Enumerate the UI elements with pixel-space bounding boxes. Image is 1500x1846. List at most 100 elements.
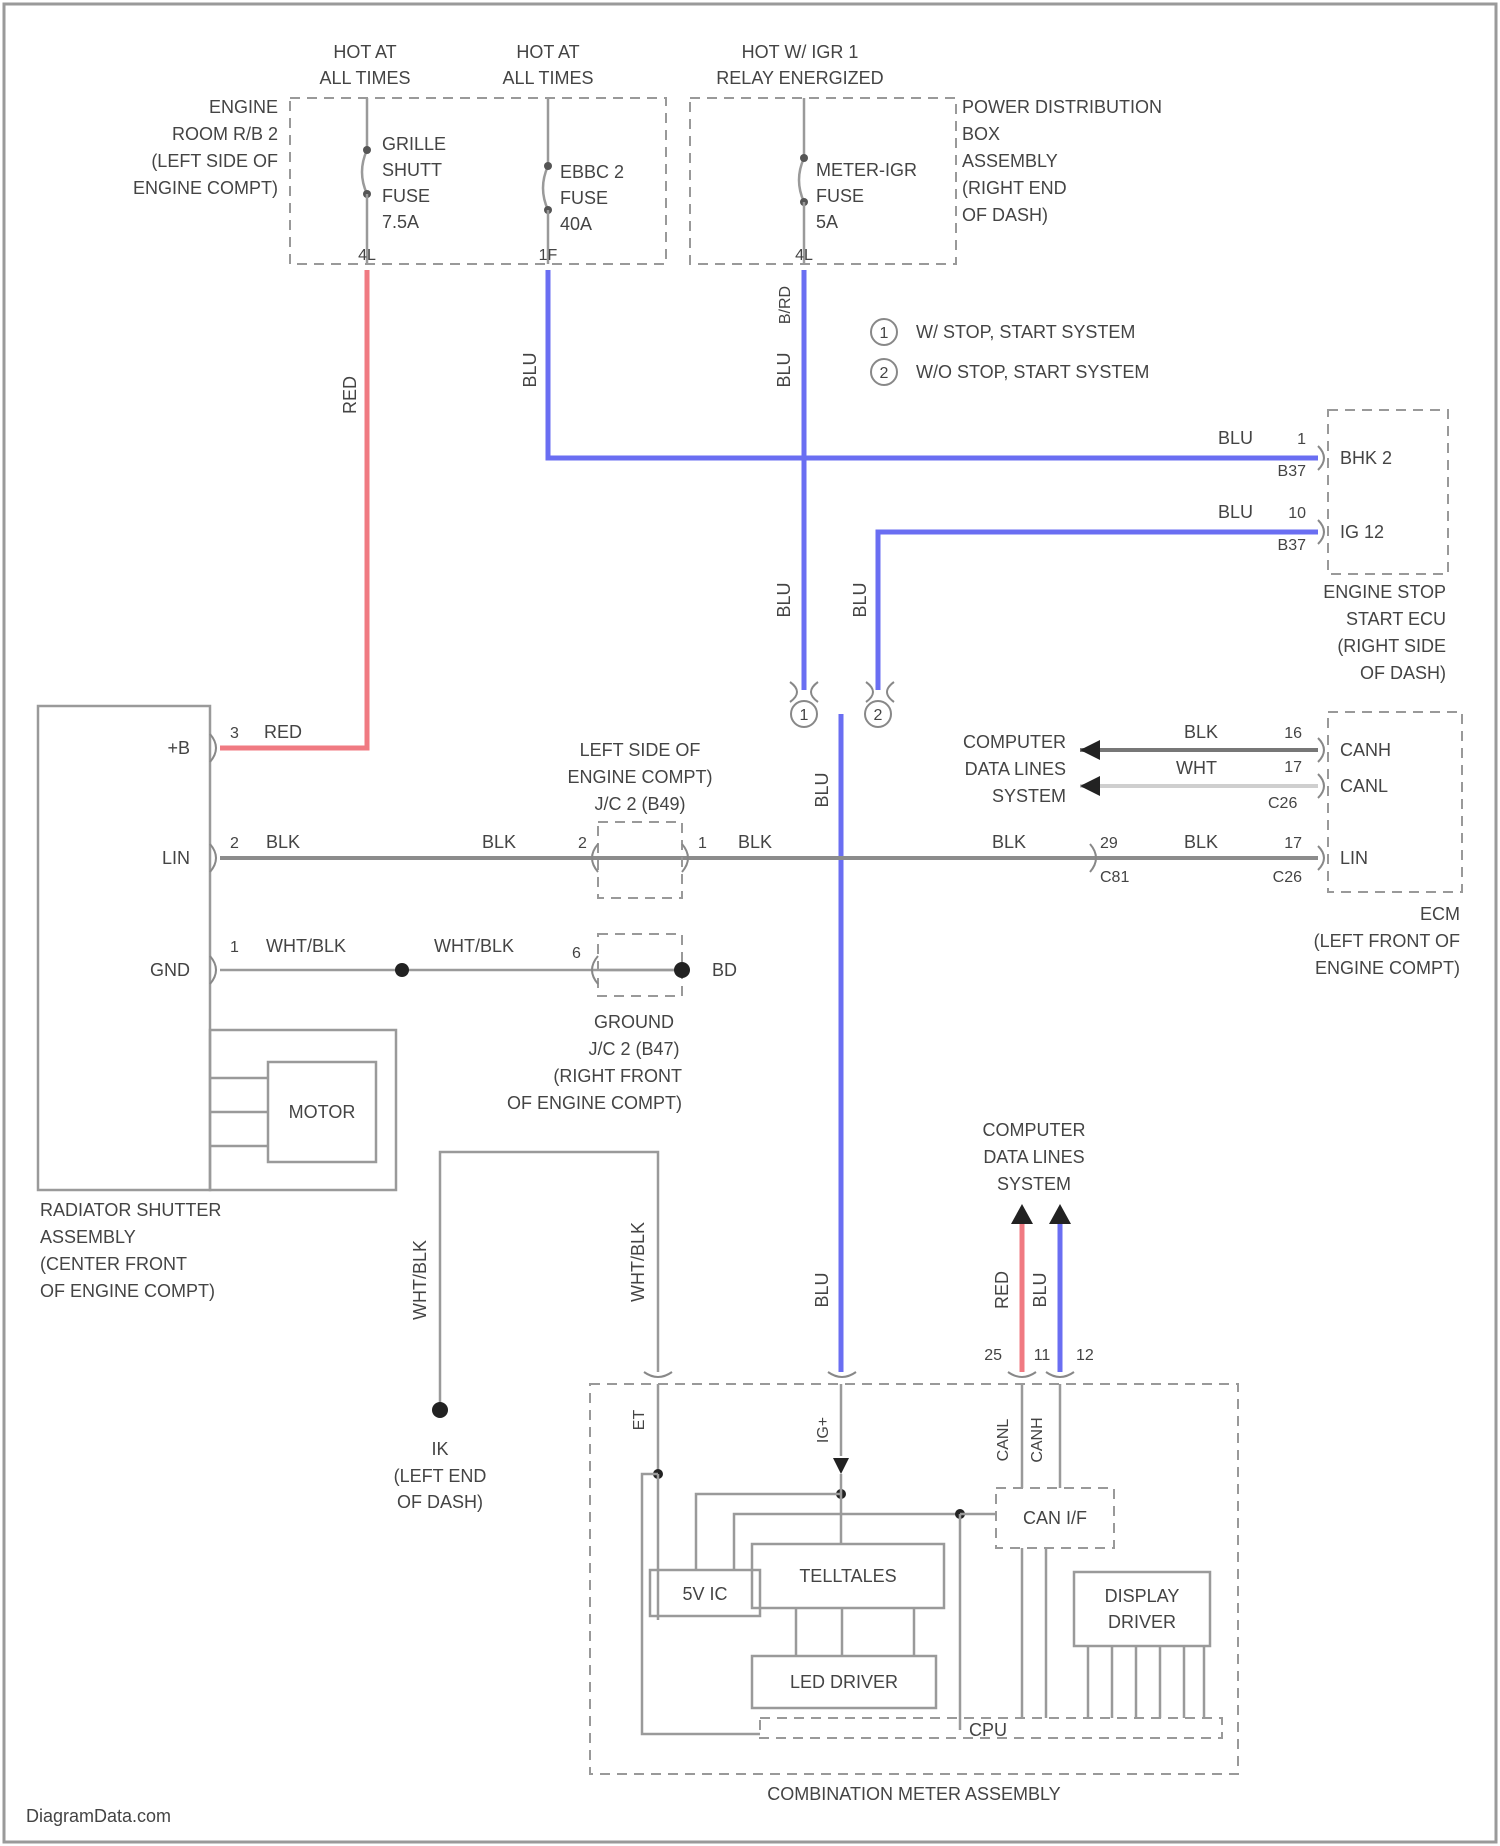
ecu-label-3: (RIGHT SIDE	[1337, 636, 1446, 656]
fuse2-label-1: EBBC 2	[560, 162, 624, 182]
wire-red-label-meter: RED	[992, 1271, 1012, 1309]
meter-pin-canh: CANH	[1029, 1417, 1046, 1462]
pdb-label-2: BOX	[962, 124, 1000, 144]
jc2-pin-b: 1	[698, 835, 707, 852]
radiator-label-lin: LIN	[162, 848, 190, 868]
meter-pin-25: 25	[984, 1347, 1002, 1364]
ground-ik-dot	[432, 1402, 448, 1418]
ecu-pin-2: 10	[1288, 505, 1306, 522]
ecm-conn-b70: C26	[1268, 795, 1297, 812]
fuse2-pin: 1F	[539, 247, 558, 264]
legend-symbol-1-text: 1	[880, 325, 889, 342]
jc2-pin-a: 2	[578, 835, 587, 852]
arrow-canl	[1080, 776, 1100, 796]
wire-red-plus-b	[220, 270, 367, 748]
vic-label: 5V IC	[682, 1584, 727, 1604]
led-driver-label: LED DRIVER	[790, 1672, 898, 1692]
engine-room-rb-label-3: (LEFT SIDE OF	[151, 151, 278, 171]
ecu-pin-2-conn: B37	[1278, 537, 1307, 554]
wire-blk-label-1: BLK	[266, 832, 300, 852]
fuse-box-section: HOT AT ALL TIMES HOT AT ALL TIMES HOT W/…	[133, 42, 1162, 264]
meter-pin-12: 12	[1076, 1347, 1094, 1364]
display-driver-box	[1074, 1572, 1210, 1646]
meter-cdl-3: SYSTEM	[997, 1174, 1071, 1194]
meter-cpu-to-vic	[734, 1514, 960, 1570]
radiator-shutter-box	[38, 706, 210, 1190]
meter-cdl-1: COMPUTER	[983, 1120, 1086, 1140]
ecm-label-canl: CANL	[1340, 776, 1388, 796]
meter-pin-et: ET	[631, 1410, 648, 1431]
display-driver-label-2: DRIVER	[1108, 1612, 1176, 1632]
junction-connector-jc2: LEFT SIDE OF ENGINE COMPT) J/C 2 (B49) 2…	[567, 740, 712, 898]
jc2-label-2: ENGINE COMPT)	[567, 767, 712, 787]
pdb-label-3: ASSEMBLY	[962, 151, 1058, 171]
ecm-label-2: (LEFT FRONT OF	[1314, 931, 1460, 951]
wire-red-label-vertical: RED	[340, 376, 360, 414]
legend: 1 W/ STOP, START SYSTEM 2 W/O STOP, STAR…	[871, 319, 1149, 385]
wire-brd-label: B/RD	[777, 286, 794, 324]
wire-blk-label-canh: BLK	[1184, 722, 1218, 742]
radiator-label-gnd: GND	[150, 960, 190, 980]
fuse3-element	[799, 158, 804, 202]
jc2-label-1: LEFT SIDE OF	[580, 740, 701, 760]
display-driver-lines	[1088, 1646, 1204, 1718]
ecm-conn-c26: C26	[1273, 869, 1302, 886]
fuse3-node-top	[800, 154, 808, 162]
wire-blu-label-6: BLU	[812, 1272, 832, 1307]
wire-blu-label-4: BLU	[850, 582, 870, 617]
can-if-label: CAN I/F	[1023, 1508, 1087, 1528]
fuse1-label-4: 7.5A	[382, 212, 419, 232]
fuse3-pin: 4L	[795, 247, 813, 264]
fuse1-label-1: GRILLE	[382, 134, 446, 154]
wire-blk-label-3: BLK	[738, 832, 772, 852]
meter-canif-lines	[1022, 1548, 1046, 1718]
fuse1-pin: 4L	[358, 247, 376, 264]
fuse2-label-2: FUSE	[560, 188, 608, 208]
wire-whtblk-label-et: WHT/BLK	[628, 1222, 648, 1302]
ground-ik-label-1: (LEFT END	[394, 1466, 487, 1486]
stop-start-ecu-connectors	[1318, 446, 1324, 544]
hot-label-2b: ALL TIMES	[502, 68, 593, 88]
arrow-meter-blu	[1049, 1204, 1071, 1224]
fuse1-label-3: FUSE	[382, 186, 430, 206]
meter-box	[590, 1384, 1238, 1774]
ecu-pin-2-label: IG 12	[1340, 522, 1384, 542]
ground-jc-ground-label: BD	[712, 960, 737, 980]
legend-text-2: W/O STOP, START SYSTEM	[916, 362, 1149, 382]
hot-label-3a: HOT W/ IGR 1	[742, 42, 859, 62]
radiator-label-plus-b: +B	[167, 738, 190, 758]
ground-jc-label-1: GROUND	[594, 1012, 674, 1032]
wire-blk-label-5: BLK	[1184, 832, 1218, 852]
engine-room-rb-label-2: ROOM R/B 2	[172, 124, 278, 144]
hot-label-2a: HOT AT	[516, 42, 579, 62]
radiator-shutter-assembly: +B 3 LIN 2 GND 1 MOTOR RADIATOR SHUTTER …	[38, 706, 396, 1301]
radiator-label-3: (CENTER FRONT	[40, 1254, 187, 1274]
fuse2-node-top	[544, 162, 552, 170]
ground-junction-connector: 6 BD GROUND J/C 2 (B47) (RIGHT FRONT OF …	[507, 934, 737, 1113]
pdb-label-1: POWER DISTRIBUTION	[962, 97, 1162, 117]
radiator-pin-3: 3	[230, 725, 239, 742]
ecu-label-4: OF DASH)	[1360, 663, 1446, 683]
ecu-pin-1-conn: B37	[1278, 463, 1307, 480]
ground-jc-box	[598, 934, 682, 996]
hot-label-3b: RELAY ENERGIZED	[716, 68, 883, 88]
fuse3-label-1: METER-IGR	[816, 160, 917, 180]
combination-meter-assembly: COMPUTER DATA LINES SYSTEM 25 11 12 ET I…	[590, 1120, 1238, 1804]
fuse3-label-3: 5A	[816, 212, 838, 232]
ecm-cdl-3: SYSTEM	[992, 786, 1066, 806]
fuse1-label-2: SHUTT	[382, 160, 442, 180]
display-driver-label-1: DISPLAY	[1105, 1586, 1180, 1606]
wire-blk-label-2: BLK	[482, 832, 516, 852]
fuse1-element	[362, 150, 367, 194]
ground-jc-label-3: (RIGHT FRONT	[553, 1066, 682, 1086]
ecm-label-canh: CANH	[1340, 740, 1391, 760]
meter-connectors	[644, 1372, 1074, 1377]
jc2-label-3: J/C 2 (B49)	[594, 794, 685, 814]
outer-frame	[4, 4, 1496, 1842]
engine-stop-start-ecu: 1 B37 BHK 2 10 B37 IG 12 ENGINE STOP STA…	[1278, 410, 1448, 683]
wire-whtblk-label-2: WHT/BLK	[434, 936, 514, 956]
meter-pin-ig: IG+	[815, 1417, 832, 1443]
wire-wht-label-canl: WHT	[1176, 758, 1217, 778]
radiator-label-4: OF ENGINE COMPT)	[40, 1281, 215, 1301]
